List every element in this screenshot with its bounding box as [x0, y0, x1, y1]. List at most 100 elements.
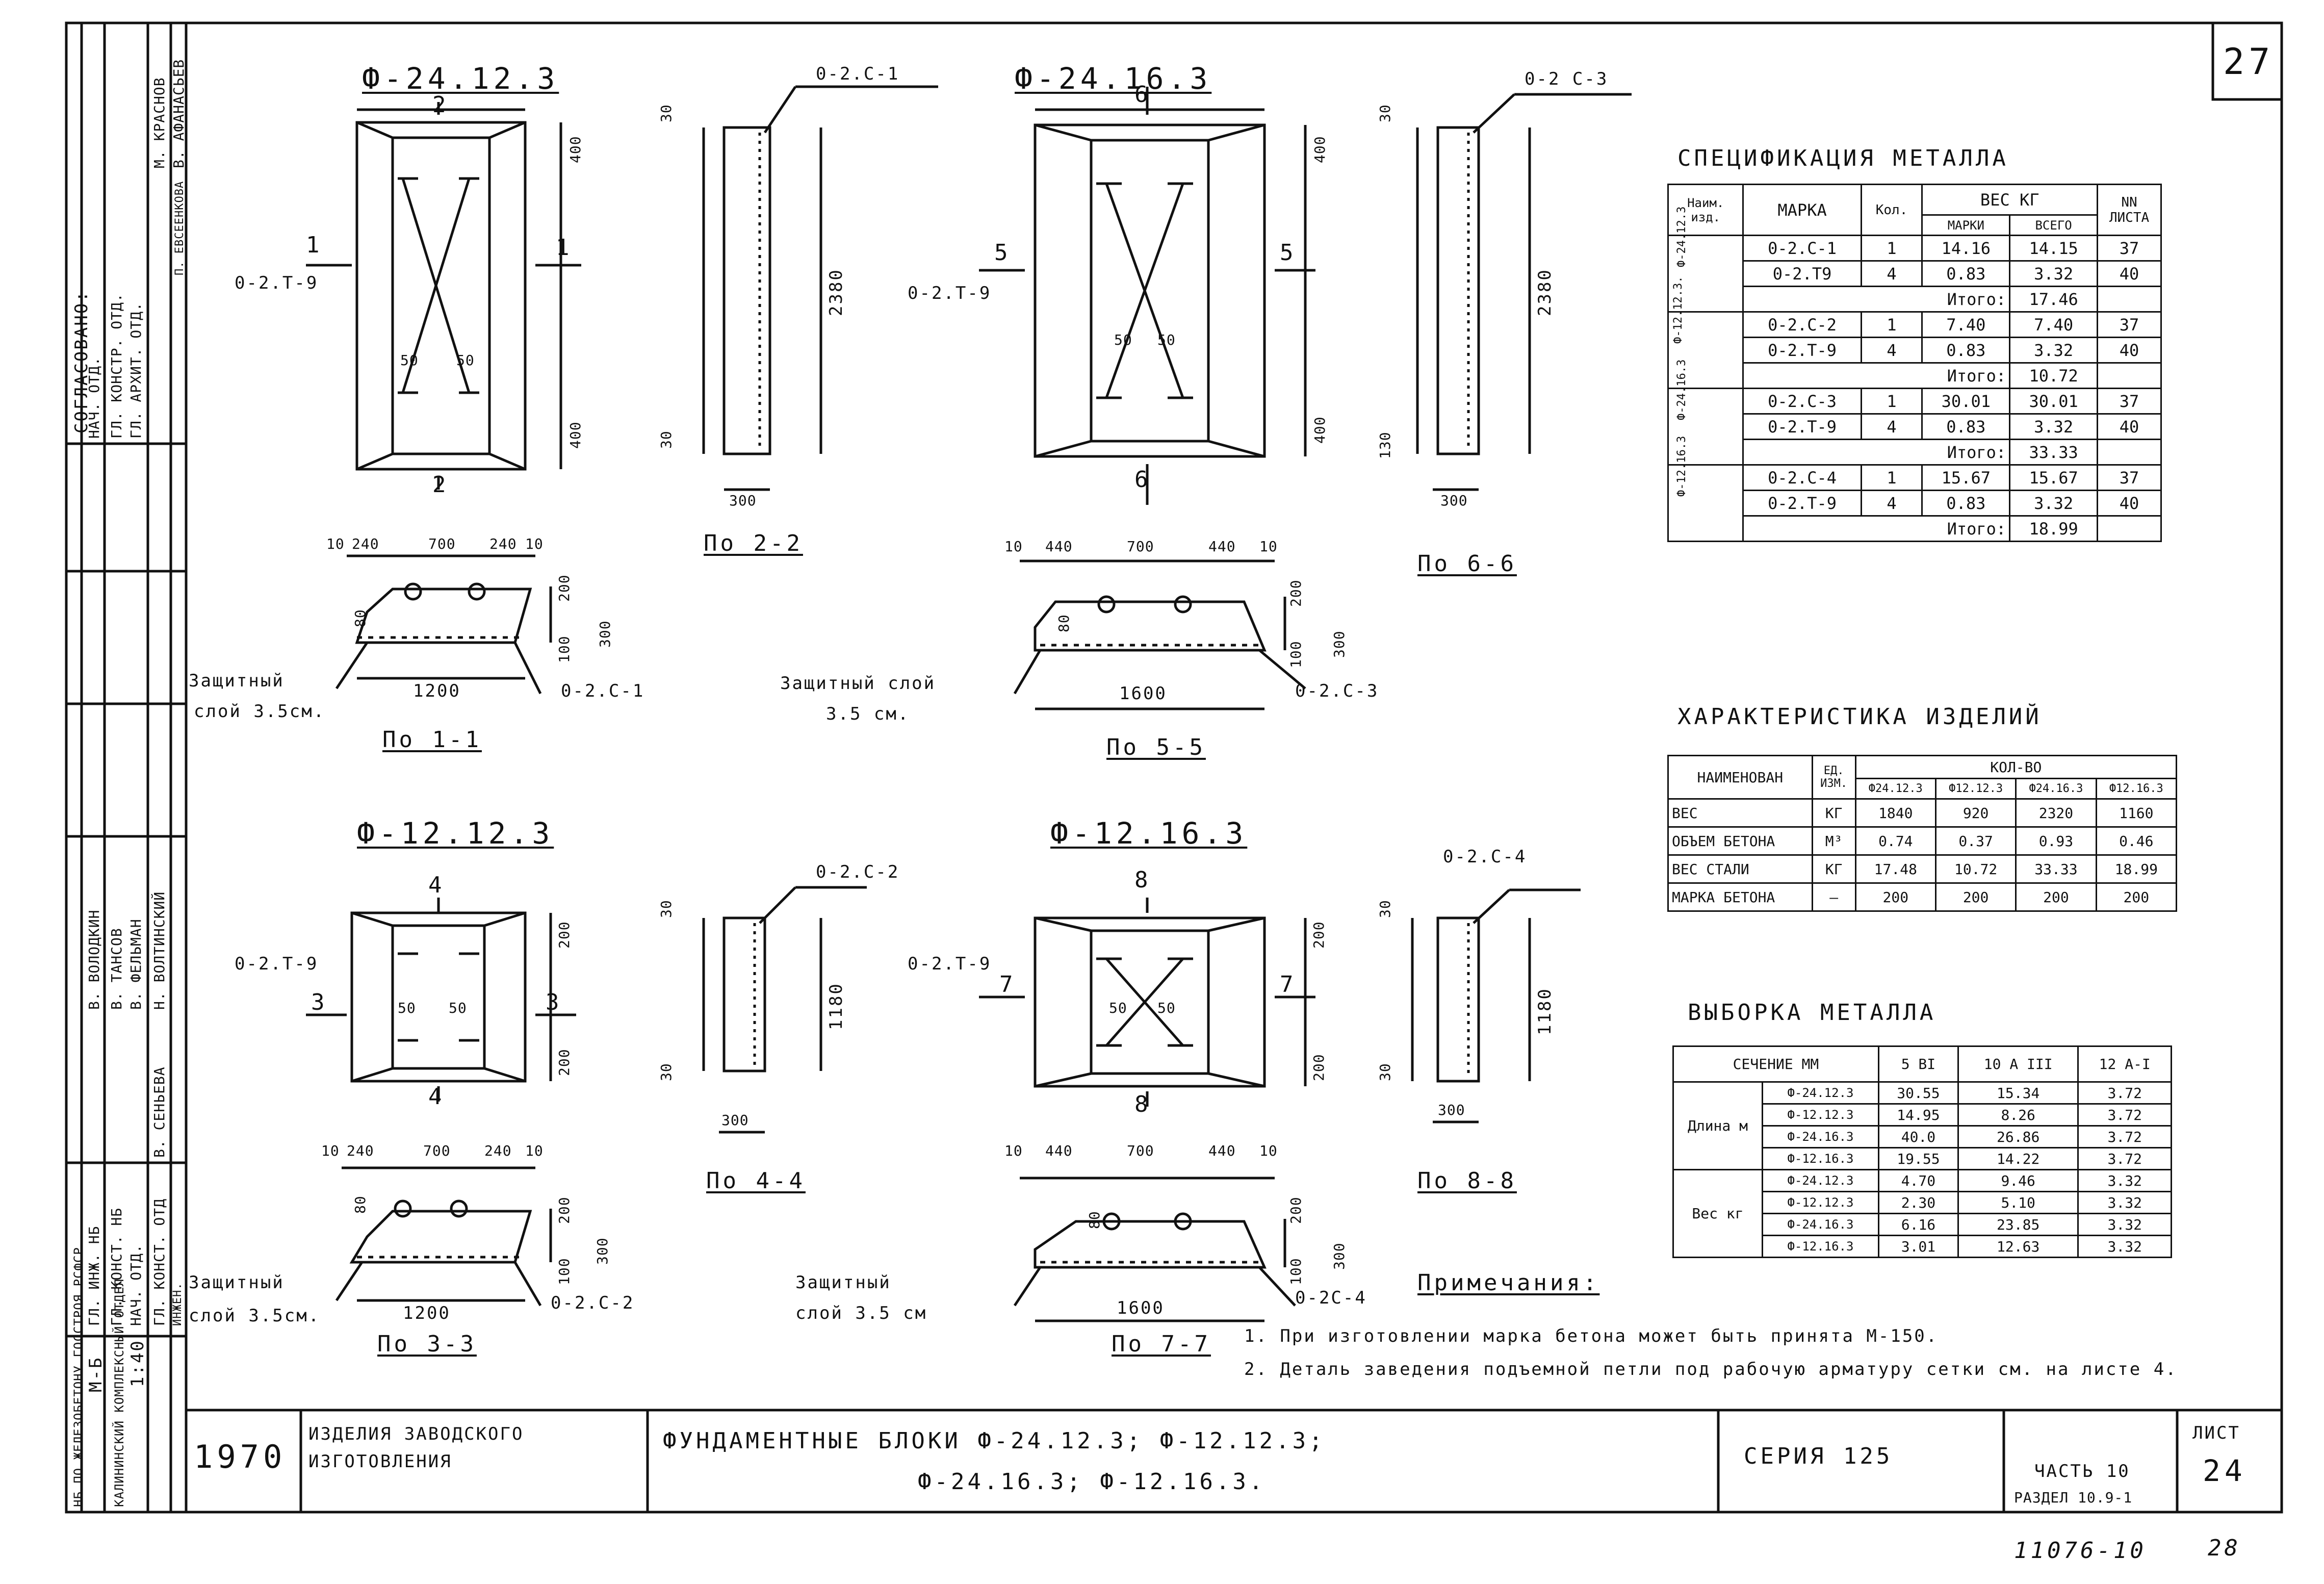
agreed-name-2: В. АФАНАСЬЕВ — [170, 59, 187, 168]
table-row: 0-2.Т-9 4 0.83 3.32 40 — [1668, 337, 2162, 364]
char-cell: ВЕС СТАЛИ — [1667, 854, 1813, 884]
block3-sec-left: 3 — [311, 989, 328, 1015]
spec-cell: 1 — [1860, 388, 1923, 415]
spec-total-label: Итого: — [1742, 362, 2011, 389]
block4-sec-right: 7 — [1280, 972, 1297, 998]
spec-cell: 0-2.Т-9 — [1742, 490, 1862, 517]
sel-cell: 3.32 — [2077, 1213, 2172, 1236]
block4-dim-top: 200 — [1310, 921, 1327, 949]
s55-tag: 0-2.С-3 — [1295, 681, 1379, 701]
table-row: 0-2.Т9 4 0.83 3.32 40 — [1668, 260, 2162, 287]
spec-cell: 4 — [1860, 260, 1923, 287]
block1-sec-left: 1 — [306, 232, 323, 258]
spec-total: 33.33 — [2009, 439, 2098, 466]
char-cell: 0.74 — [1854, 826, 1936, 856]
spec-g0-name: Ф-24.12.3 — [1675, 206, 1688, 267]
block4-bar-tag: 0-2.Т-9 — [908, 954, 992, 974]
role-4: ГЛ. КОНСТ. ОТД — [151, 1198, 168, 1326]
s33-dim-2: 240 — [347, 1142, 374, 1159]
sel-cell: 3.72 — [2077, 1081, 2172, 1105]
s77-prot-2: слой 3.5 см — [795, 1303, 927, 1323]
sheet-number-top: 27 — [2223, 41, 2275, 83]
s33-caption: По 3-3 — [377, 1331, 477, 1357]
sel-g1-name: Вес кг — [1672, 1169, 1763, 1258]
sel-cell: 3.32 — [2077, 1191, 2172, 1214]
spec-cell: 0-2.С-2 — [1742, 311, 1862, 338]
s66-d300: 300 — [1440, 492, 1468, 509]
s33-dim-3: 700 — [423, 1142, 451, 1159]
block4-sec-left: 7 — [999, 972, 1016, 998]
s11-dim-2: 240 — [352, 535, 379, 552]
s11-dim-5: 10 — [525, 535, 544, 552]
s77-dim-2: 440 — [1045, 1142, 1073, 1159]
s88-caption: По 8-8 — [1417, 1168, 1517, 1194]
table-row: 0-2.Т-9 4 0.83 3.32 40 — [1668, 413, 2162, 440]
block3-sec-right: 3 — [546, 989, 562, 1015]
s33-d-d: 80 — [352, 1195, 369, 1214]
s55-dim-5: 10 — [1259, 538, 1278, 555]
table-row: 0-2.Т-9 4 0.83 3.32 40 — [1668, 490, 2162, 517]
block2-bar-tag: 0-2.Т-9 — [908, 283, 992, 303]
sel-col: 5 ВI — [1877, 1045, 1959, 1083]
table-row: ОБЪЕМ БЕТОНА М³ 0.74 0.37 0.93 0.46 — [1667, 826, 2178, 856]
s11-d-d: 80 — [352, 609, 369, 627]
block1-cut-bot: 2 — [432, 472, 449, 498]
s66-d30a: 30 — [1377, 104, 1393, 122]
table-row: МАРКА БЕТОНА — 200 200 200 200 — [1667, 882, 2178, 912]
s55-d-d: 80 — [1055, 614, 1072, 632]
sheet-number-bottom: 24 — [2203, 1453, 2246, 1488]
s77-dim-1: 10 — [1004, 1142, 1023, 1159]
role-1: ГЛ. ИНЖ. НБ — [86, 1225, 102, 1326]
s77-d-b: 300 — [1331, 1242, 1348, 1270]
s22-caption: По 2-2 — [704, 530, 803, 556]
author-1: Н. ВОЛТИНСКИЙ — [151, 891, 168, 1010]
table-row: Ф-12.16.3 0-2.С-4 1 15.67 15.67 37 — [1667, 436, 2162, 542]
s55-dim-3: 700 — [1127, 538, 1154, 555]
table-row: Длина м Ф-24.12.3 30.55 15.34 3.72 — [1672, 1081, 2172, 1170]
spec-cell: 37 — [2097, 464, 2162, 491]
sel-cell: 26.86 — [1957, 1125, 2079, 1148]
char-cell: 0.93 — [2015, 826, 2097, 856]
sel-cell: Ф-12.16.3 — [1762, 1235, 1879, 1258]
s88-height: 1180 — [1535, 987, 1555, 1035]
spec-cell: 0-2.Т9 — [1742, 260, 1862, 287]
spec-cell: 15.67 — [1921, 464, 2011, 491]
spec-g3-name: Ф-12.16.3 — [1675, 436, 1688, 497]
s55-caption: По 5-5 — [1106, 734, 1206, 760]
s55-width: 1600 — [1119, 683, 1167, 704]
sel-h-section: СЕЧЕНИЕ ММ — [1672, 1045, 1879, 1083]
spec-total: 17.46 — [2009, 286, 2098, 313]
char-cell: 0.37 — [1934, 826, 2017, 856]
sel-cell: 4.70 — [1877, 1169, 1959, 1192]
s44-d300: 300 — [721, 1112, 749, 1129]
s33-prot-2: слой 3.5см. — [189, 1306, 321, 1326]
s66-tag: 0-2 С-3 — [1525, 69, 1609, 89]
table-row: Ф-24.16.3 0-2.С-3 1 30.01 30.01 37 — [1667, 360, 2162, 466]
block1-dim-top: 400 — [567, 136, 584, 163]
spec-h-weight: ВЕС КГ — [1921, 184, 2098, 216]
spec-cell: 0-2.С-1 — [1742, 235, 1862, 262]
s55-dim-2: 440 — [1045, 538, 1073, 555]
char-col: Ф12.12.3 — [1934, 778, 2017, 800]
s11-prot-2: слой 3.5см. — [194, 701, 326, 722]
tb-year: 1970 — [194, 1438, 287, 1475]
s11-d-a: 200 — [556, 574, 573, 602]
s44-d30b: 30 — [658, 1063, 675, 1081]
spec-cell: 0-2.Т-9 — [1742, 337, 1862, 364]
spec-cell: 7.40 — [1921, 311, 2011, 338]
sel-cell: 2.30 — [1877, 1191, 1959, 1214]
s11-dim-3: 700 — [428, 535, 456, 552]
note-2: 2. Деталь заведения подъемной петли под … — [1244, 1359, 2178, 1379]
spec-cell: 0.83 — [1921, 260, 2011, 287]
spec-h-wmark: МАРКИ — [1921, 214, 2011, 236]
tb-title-2: Ф-24.16.3; Ф-12.16.3. — [918, 1469, 1266, 1495]
spec-total-label: Итого: — [1742, 515, 2011, 542]
sel-cell: 3.72 — [2077, 1125, 2172, 1148]
s77-d-c: 100 — [1287, 1258, 1304, 1285]
spec-cell: 3.32 — [2009, 413, 2098, 440]
char-cell: 1160 — [2095, 798, 2178, 828]
scale-value: 1:40 — [127, 1339, 148, 1387]
org-1: НБ ПО ЖЕЛЕЗОБЕТОНУ ГОССТРОЯ РСФСР — [71, 1247, 86, 1507]
agreed-name-1: М. КРАСНОВ — [151, 77, 168, 168]
